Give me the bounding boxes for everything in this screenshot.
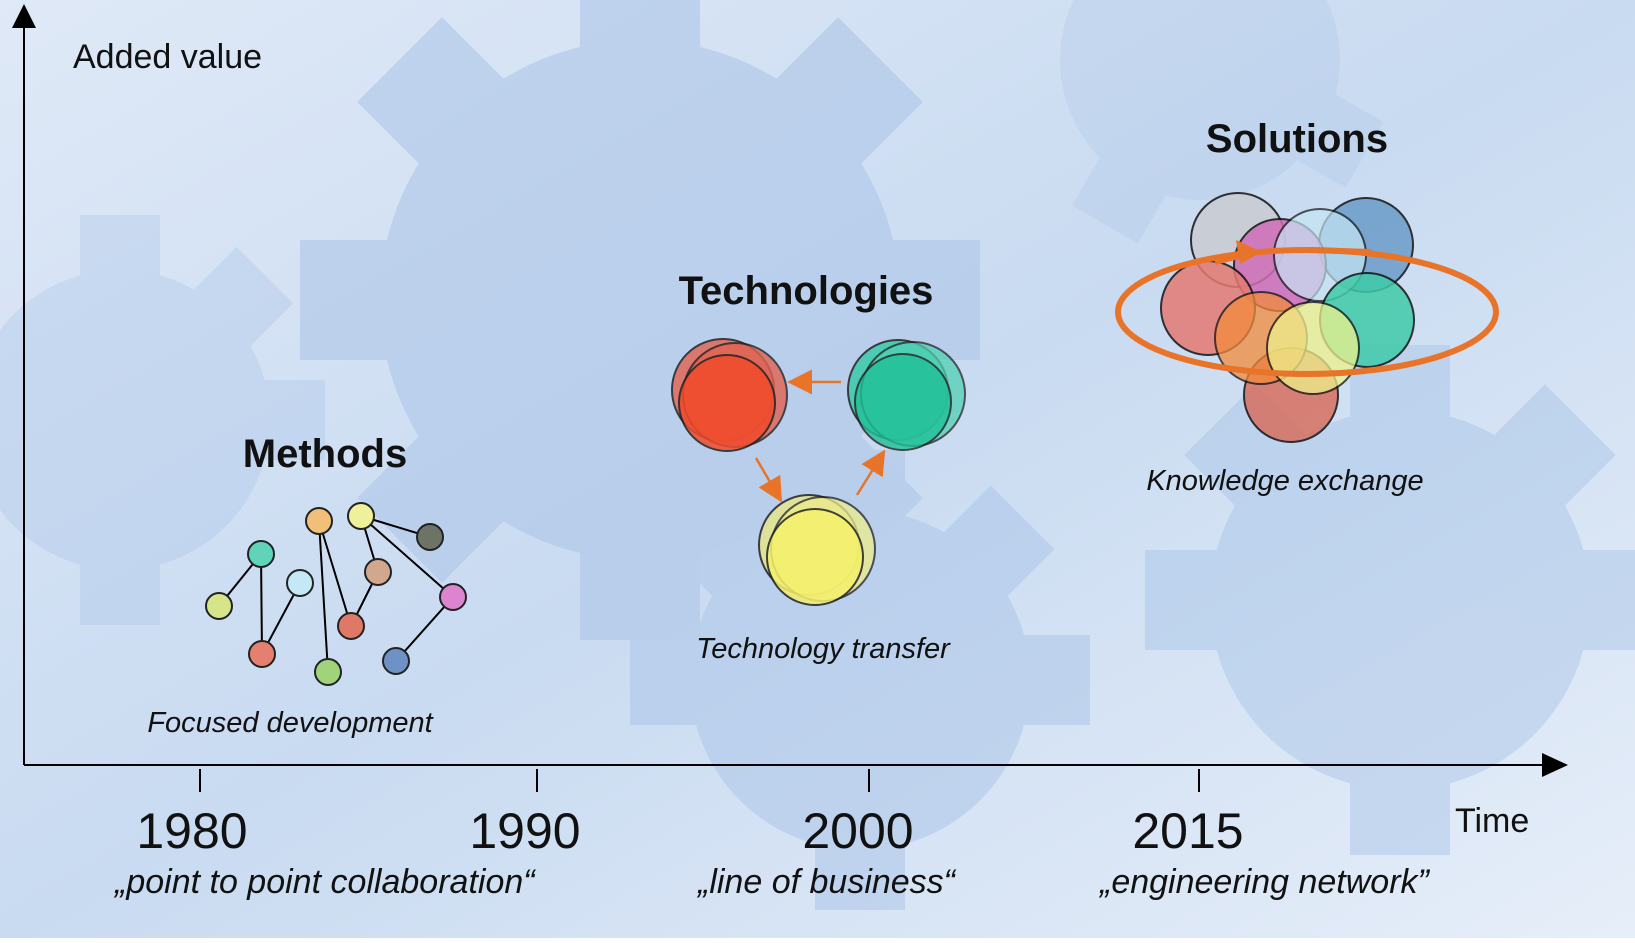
tech-red-cluster	[671, 338, 788, 452]
y-axis-label: Added value	[73, 38, 262, 76]
year-label-2000: 2000	[802, 803, 913, 859]
methods-node	[314, 658, 342, 686]
technologies-caption: Technology transfer	[696, 633, 951, 665]
year-label-1990: 1990	[469, 803, 580, 859]
methods-node	[364, 558, 392, 586]
methods-node	[337, 612, 365, 640]
x-axis	[24, 753, 1568, 777]
arrow-yellow-to-teal	[855, 449, 886, 496]
y-axis-arrowhead	[12, 4, 36, 28]
technologies-cluster	[671, 338, 966, 606]
x-axis-arrowhead	[1542, 753, 1568, 777]
x-axis-label: Time	[1455, 802, 1529, 840]
exchange-arrow-right	[1307, 247, 1373, 255]
methods-network	[205, 502, 467, 686]
technology-transfer-arrows	[754, 369, 886, 503]
methods-title: Methods	[243, 432, 407, 476]
exchange-ellipse	[1115, 247, 1499, 377]
methods-node	[305, 507, 333, 535]
solutions-caption: Knowledge exchange	[1146, 465, 1423, 497]
methods-node	[248, 640, 276, 668]
solutions-title: Solutions	[1206, 117, 1388, 161]
y-axis	[12, 4, 36, 765]
methods-node	[347, 502, 375, 530]
tech-yellow-cluster	[758, 494, 876, 606]
methods-node	[439, 583, 467, 611]
methods-node	[382, 647, 410, 675]
exchange-arrowhead	[1236, 240, 1262, 264]
methods-node	[286, 569, 314, 597]
tech-teal-cluster	[847, 339, 966, 451]
era-label-1980: „point to point collaboration“	[113, 863, 536, 901]
timeline-ticks	[199, 769, 1200, 792]
methods-node	[416, 523, 444, 551]
methods-caption: Focused development	[147, 707, 434, 739]
era-label-2000: „line of business“	[696, 863, 957, 901]
arrow-red-to-yellow	[754, 457, 783, 503]
year-label-2015: 2015	[1132, 803, 1243, 859]
year-label-1980: 1980	[136, 803, 247, 859]
technologies-title: Technologies	[679, 269, 934, 313]
methods-node	[247, 540, 275, 568]
era-label-2015: „engineering network”	[1098, 863, 1431, 901]
methods-node	[205, 592, 233, 620]
solutions-cluster	[1160, 192, 1415, 443]
